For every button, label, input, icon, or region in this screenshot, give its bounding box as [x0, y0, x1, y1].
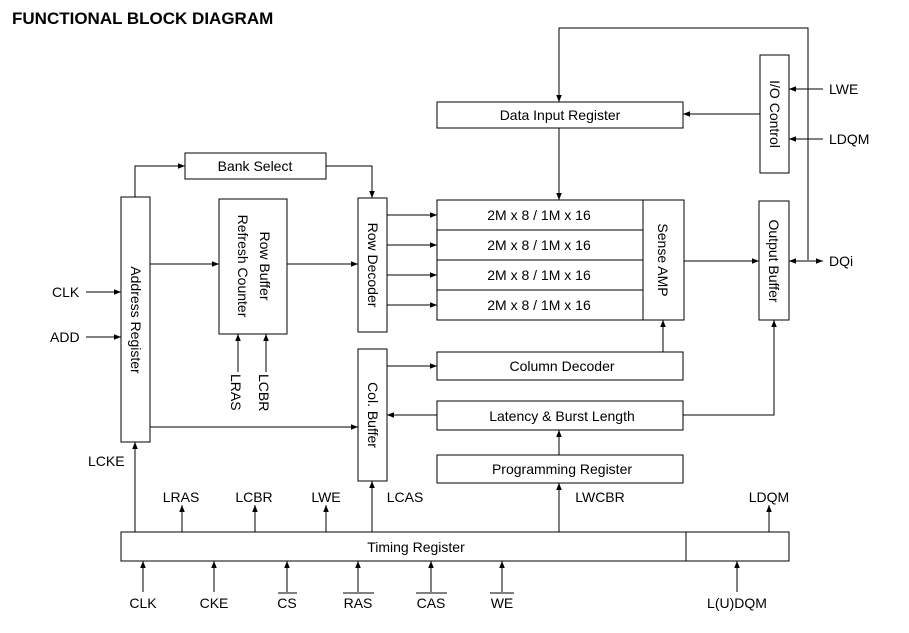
row-buffer-refresh-counter-block: Row Buffer Refresh Counter [218, 198, 288, 335]
memory-bank-3: 2M x 8 / 1M x 16 [487, 297, 591, 313]
luqm-bottom-label: L(U)DQM [707, 595, 767, 611]
col-buffer-block: Col. Buffer [357, 348, 388, 482]
clk-bottom-label: CLK [129, 595, 157, 611]
memory-bank-0: 2M x 8 / 1M x 16 [487, 207, 591, 223]
output-buffer-block: Output Buffer [758, 200, 790, 321]
row-decoder-block: Row Decoder [357, 197, 388, 333]
address-register-block: Address Register [120, 196, 151, 443]
data-input-register-label: Data Input Register [500, 107, 621, 123]
lwe-input-label: LWE [829, 81, 858, 97]
output-buffer-label: Output Buffer [766, 219, 782, 302]
io-control-block: I/O Control [759, 54, 790, 174]
programming-register-label: Programming Register [492, 461, 632, 477]
lwcbr-output-label: LWCBR [575, 489, 625, 505]
io-control-label: I/O Control [767, 80, 783, 148]
column-decoder-label: Column Decoder [509, 358, 614, 374]
ldqm-input-label: LDQM [829, 131, 869, 147]
sense-amp-block: Sense AMP [642, 199, 685, 321]
latency-burst-length-block: Latency & Burst Length [436, 400, 684, 431]
programming-register-block: Programming Register [436, 454, 684, 484]
lras-row-label: LRAS [228, 374, 244, 411]
lcbr-output-label: LCBR [235, 489, 272, 505]
memory-bank-1: 2M x 8 / 1M x 16 [487, 237, 591, 253]
lcke-label: LCKE [88, 453, 125, 469]
lras-output-label: LRAS [163, 489, 200, 505]
dqi-label: DQi [829, 253, 853, 269]
diagram-title: FUNCTIONAL BLOCK DIAGRAM [12, 9, 273, 28]
timing-register-label: Timing Register [367, 539, 465, 555]
memory-bank-2: 2M x 8 / 1M x 16 [487, 267, 591, 283]
refresh-counter-label: Refresh Counter [235, 215, 251, 318]
cas-bottom-label: CAS [417, 595, 446, 611]
data-input-register-block: Data Input Register [436, 101, 684, 129]
add-input-label: ADD [50, 329, 80, 345]
ldqm-output-label: LDQM [749, 489, 789, 505]
clk-input-label: CLK [52, 284, 80, 300]
row-decoder-label: Row Decoder [365, 223, 381, 308]
column-decoder-block: Column Decoder [436, 351, 684, 381]
cke-bottom-label: CKE [200, 595, 229, 611]
lcas-output-label: LCAS [387, 489, 424, 505]
lcbr-row-label: LCBR [256, 374, 272, 411]
bank-select-block: Bank Select [184, 152, 327, 180]
cs-bottom-label: CS [277, 595, 296, 611]
timing-register-block: Timing Register [120, 531, 790, 562]
sense-amp-label: Sense AMP [655, 223, 671, 296]
row-buffer-label: Row Buffer [257, 232, 273, 301]
lwe-output-label: LWE [311, 489, 340, 505]
ras-bottom-label: RAS [344, 595, 373, 611]
bank-select-label: Bank Select [218, 158, 293, 174]
we-bottom-label: WE [491, 595, 514, 611]
memory-array-block: 2M x 8 / 1M x 16 2M x 8 / 1M x 16 2M x 8… [436, 199, 644, 321]
address-register-label: Address Register [128, 266, 144, 374]
col-buffer-label: Col. Buffer [365, 382, 381, 448]
latency-burst-length-label: Latency & Burst Length [489, 408, 635, 424]
connection-wires [86, 27, 823, 592]
